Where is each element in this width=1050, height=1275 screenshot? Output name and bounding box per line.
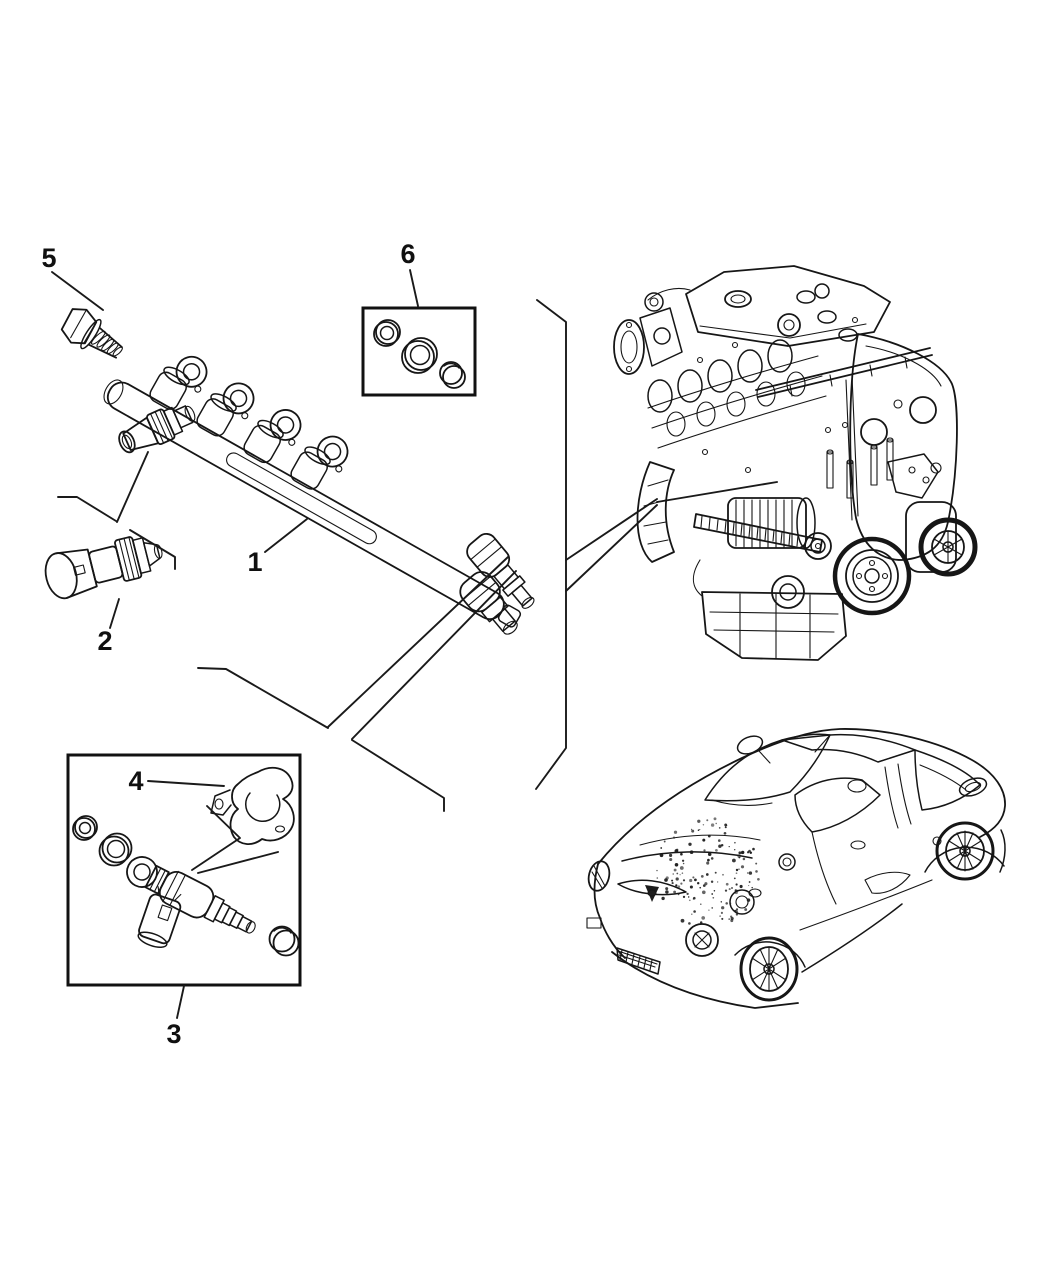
fuel-rail-drawing <box>103 355 535 635</box>
callout-1-leader <box>264 518 308 553</box>
callout-4-label: 4 <box>128 766 143 796</box>
roof-panel <box>781 733 916 763</box>
mesh-vent <box>586 917 661 975</box>
rear-wheel <box>935 821 995 881</box>
front-wheel <box>739 936 799 1002</box>
bolt-drawing <box>60 308 123 359</box>
clip-position-leader <box>197 851 279 874</box>
detail-box-leaders <box>197 556 517 812</box>
callout-3-label: 3 <box>166 1019 181 1049</box>
sensor-bracket-marks <box>57 451 176 570</box>
oring-small <box>72 815 98 841</box>
engine-crank-pulley <box>832 536 912 616</box>
rail-end-injector <box>466 532 535 609</box>
callout-1-label: 1 <box>247 547 262 577</box>
rear-deck <box>847 749 981 846</box>
seal-ring-band <box>439 361 466 389</box>
windshield <box>704 733 831 806</box>
oring-medium <box>98 832 133 867</box>
engine-bell-housing <box>636 461 703 597</box>
engine-studs <box>826 437 894 499</box>
engine-location-bracket <box>535 299 567 790</box>
mirror <box>736 735 771 764</box>
injector-detail-box <box>66 753 302 987</box>
engine-tensioner <box>771 575 805 609</box>
rail-injector-cluster <box>149 355 208 410</box>
seal-ring-large <box>401 337 438 374</box>
engine-timing-cover <box>845 333 958 561</box>
clip-position-leader <box>191 805 241 871</box>
rail-tube <box>106 381 505 620</box>
rail-injector-cluster <box>243 409 302 464</box>
engine-cover-speckle <box>656 817 760 925</box>
engine-lower-manifold <box>693 513 823 553</box>
side-window <box>794 777 911 905</box>
rail-sensor-installed <box>118 405 196 454</box>
engine-oil-pan <box>701 591 847 661</box>
taillight <box>958 777 988 797</box>
rear-wheel-arch <box>924 846 1005 873</box>
engine-valve-cover <box>685 265 891 347</box>
engine-ac-compressor <box>905 501 978 577</box>
engine-intake <box>647 339 933 449</box>
injector-drawing <box>126 856 256 948</box>
engine-exhaust-flange <box>613 287 691 375</box>
rail-injector-cluster <box>196 382 255 437</box>
callout-2-leader <box>109 598 120 629</box>
grille <box>617 879 687 902</box>
engine-misc-bolts <box>696 316 859 474</box>
callout-5-leader <box>51 271 104 311</box>
callout-6-leader <box>409 269 419 307</box>
callout-3-leader <box>176 985 185 1019</box>
vehicle-drawing <box>586 728 1006 1009</box>
callout-4-leader <box>147 780 225 787</box>
callout-2-label: 2 <box>97 626 112 656</box>
callout-6-label: 6 <box>400 239 415 269</box>
front-wheel-arch <box>734 941 806 968</box>
rail-injector-cluster <box>290 435 349 490</box>
retainer-clip-drawing <box>210 766 295 845</box>
engine-drawing <box>613 265 978 661</box>
oring-band <box>268 925 300 957</box>
engine-pointer-lines <box>565 481 778 592</box>
seal-ring-small <box>373 319 401 347</box>
seal-kit-box <box>361 306 477 397</box>
engine-alternator <box>727 497 832 560</box>
fog-lamp <box>685 853 796 957</box>
headlight <box>587 860 611 892</box>
pressure-sensor-drawing <box>44 536 163 600</box>
callout-5-label: 5 <box>41 243 56 273</box>
engine-mount-bracket <box>887 453 939 499</box>
engine-tensioner-hub <box>779 583 797 601</box>
